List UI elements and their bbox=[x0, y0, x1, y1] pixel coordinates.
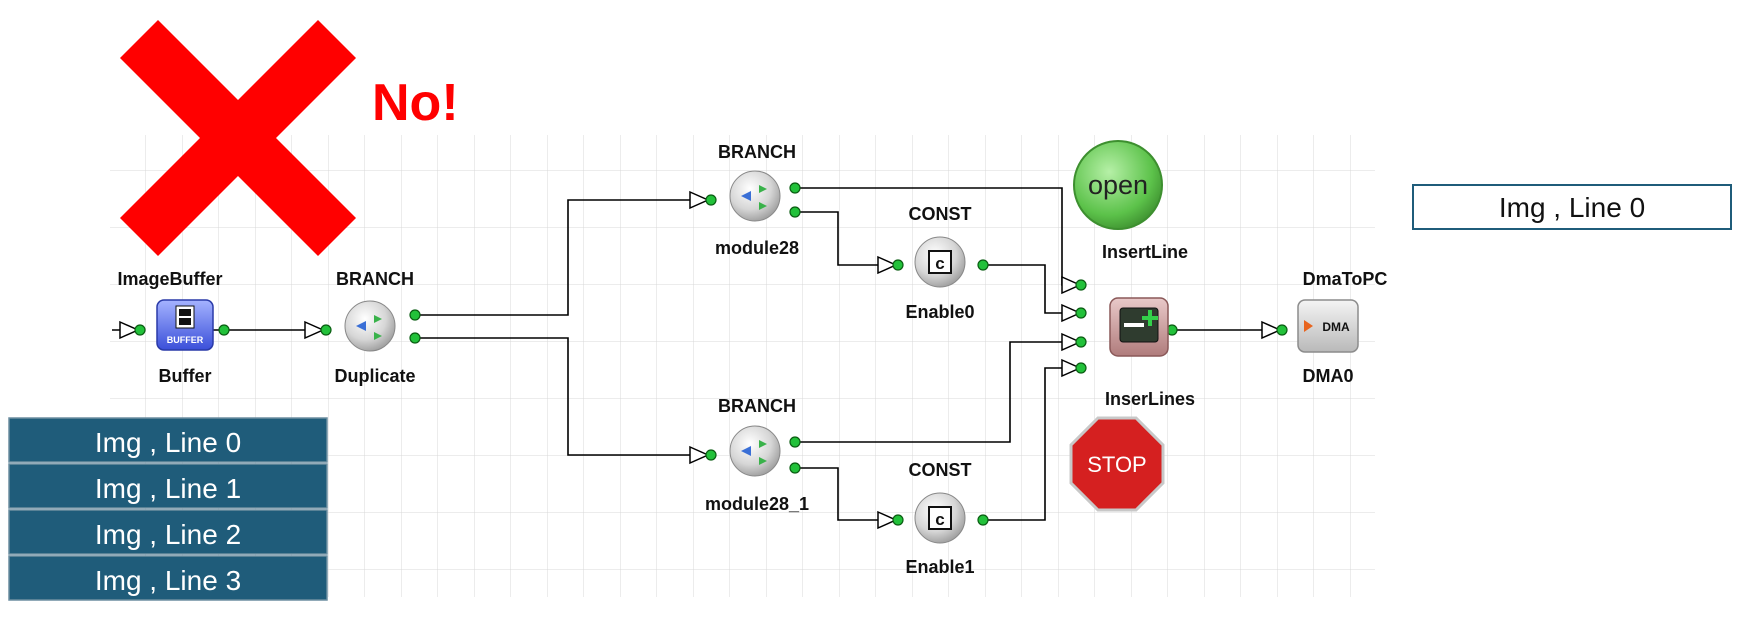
buffer-icon: BUFFER bbox=[156, 299, 214, 351]
module-name: Enable0 bbox=[905, 302, 974, 322]
stack-line-0: Img , Line 0 bbox=[95, 427, 241, 458]
module-name: DMA0 bbox=[1302, 366, 1353, 386]
svg-text:BUFFER: BUFFER bbox=[167, 335, 204, 345]
svg-text:c: c bbox=[935, 510, 944, 529]
module-insert-line[interactable]: InsertLine InserLines bbox=[1102, 242, 1195, 409]
const-icon: c bbox=[914, 236, 966, 288]
stack-line-1: Img , Line 1 bbox=[95, 473, 241, 504]
module-name: module28_1 bbox=[705, 494, 809, 514]
output-line-text: Img , Line 0 bbox=[1499, 192, 1645, 223]
module-dma-to-pc[interactable]: DmaToPC DMA DMA0 bbox=[1297, 269, 1388, 386]
module-name: Duplicate bbox=[334, 366, 415, 386]
module-title: BRANCH bbox=[336, 269, 414, 289]
svg-text:DMA: DMA bbox=[1322, 320, 1350, 334]
module-branch-module28[interactable]: BRANCH module28 bbox=[715, 142, 799, 258]
module-title: BRANCH bbox=[718, 142, 796, 162]
module-name: module28 bbox=[715, 238, 799, 258]
branch-icon bbox=[344, 300, 396, 352]
input-line-stack: Img , Line 0 Img , Line 1 Img , Line 2 I… bbox=[8, 417, 328, 601]
branch-icon bbox=[729, 425, 781, 477]
module-image-buffer[interactable]: ImageBuffer BUFFER Buffer bbox=[117, 269, 222, 386]
insert-line-icon bbox=[1109, 297, 1169, 357]
dma-icon: DMA bbox=[1297, 299, 1359, 353]
stop-sign-icon: STOP bbox=[1069, 416, 1165, 512]
module-const-enable0[interactable]: CONST c Enable0 bbox=[905, 204, 974, 322]
input-pins bbox=[119, 190, 1282, 530]
stack-line-3: Img , Line 3 bbox=[95, 565, 241, 596]
branch-icon bbox=[729, 170, 781, 222]
open-signal: open bbox=[1073, 140, 1163, 230]
red-x-cross-icon bbox=[120, 20, 356, 256]
no-label: No! bbox=[372, 74, 459, 132]
module-branch-duplicate[interactable]: BRANCH Duplicate bbox=[334, 269, 415, 386]
output-line-box: Img , Line 0 bbox=[1412, 184, 1732, 230]
stack-line-2: Img , Line 2 bbox=[95, 519, 241, 550]
svg-text:open: open bbox=[1088, 170, 1148, 200]
module-title: DmaToPC bbox=[1303, 269, 1388, 289]
svg-text:c: c bbox=[935, 254, 944, 273]
module-title: ImageBuffer bbox=[117, 269, 222, 289]
module-name: Buffer bbox=[159, 366, 212, 386]
module-title: CONST bbox=[909, 204, 972, 224]
svg-text:STOP: STOP bbox=[1087, 452, 1147, 477]
module-const-enable1[interactable]: CONST c Enable1 bbox=[905, 460, 974, 577]
module-name: InserLines bbox=[1105, 389, 1195, 409]
module-title: InsertLine bbox=[1102, 242, 1188, 262]
module-title: BRANCH bbox=[718, 396, 796, 416]
const-icon: c bbox=[914, 492, 966, 544]
module-name: Enable1 bbox=[905, 557, 974, 577]
module-title: CONST bbox=[909, 460, 972, 480]
pin-dots bbox=[134, 182, 1288, 526]
module-branch-module28-1[interactable]: BRANCH module28_1 bbox=[705, 396, 809, 514]
